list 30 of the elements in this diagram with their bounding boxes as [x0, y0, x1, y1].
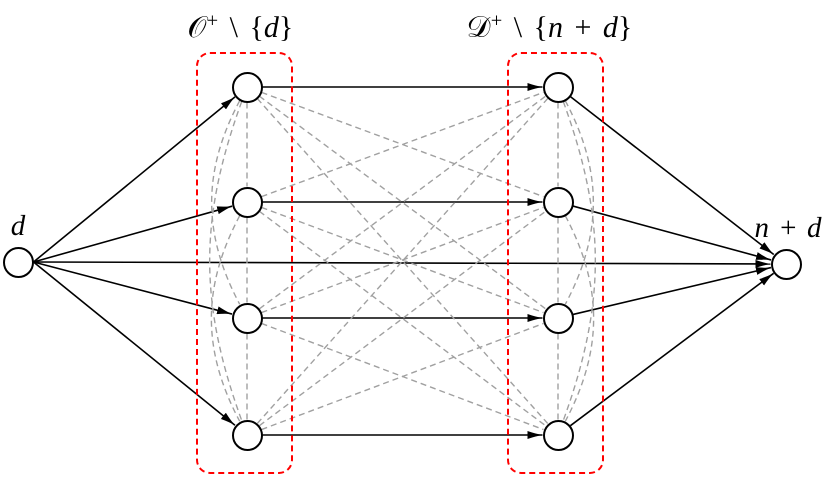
- node-label: n + d: [754, 212, 822, 246]
- circle-node: [232, 72, 262, 102]
- node-label: d: [10, 210, 26, 244]
- circle-node: [232, 302, 262, 334]
- dashed-line: [564, 215, 594, 422]
- crossing-dashed-lines: [256, 98, 548, 424]
- dashed-line: [564, 100, 594, 305]
- dashed-line: [557, 334, 559, 420]
- circle-node: [232, 420, 262, 450]
- circle-node: [542, 420, 574, 450]
- dashed-line: [246, 218, 248, 302]
- crossing-dashed-lines: [260, 206, 544, 314]
- dashed-line: [557, 218, 559, 302]
- circle-node: [232, 186, 262, 218]
- circle-node: [542, 72, 574, 102]
- dashed-line: [562, 101, 596, 421]
- crossing-dashed-lines: [258, 210, 546, 426]
- dashed-line: [246, 334, 248, 420]
- circle-node: [542, 186, 574, 218]
- crossing-dashed-lines: [258, 96, 546, 310]
- dashed-line: [557, 102, 559, 186]
- dashed-line: [211, 100, 240, 305]
- crossing-dashed-lines: [260, 322, 544, 430]
- circle-node: [542, 302, 574, 334]
- group-label: 𝒪$^{+}$ \ {d}: [188, 10, 294, 45]
- dashed-line: [209, 101, 242, 421]
- dashed-line: [210, 215, 240, 422]
- crossing-dashed-lines: [260, 92, 544, 198]
- dashed-line: [246, 102, 248, 186]
- group-label: 𝒟$^{+}$ \ {n + d}: [466, 10, 632, 45]
